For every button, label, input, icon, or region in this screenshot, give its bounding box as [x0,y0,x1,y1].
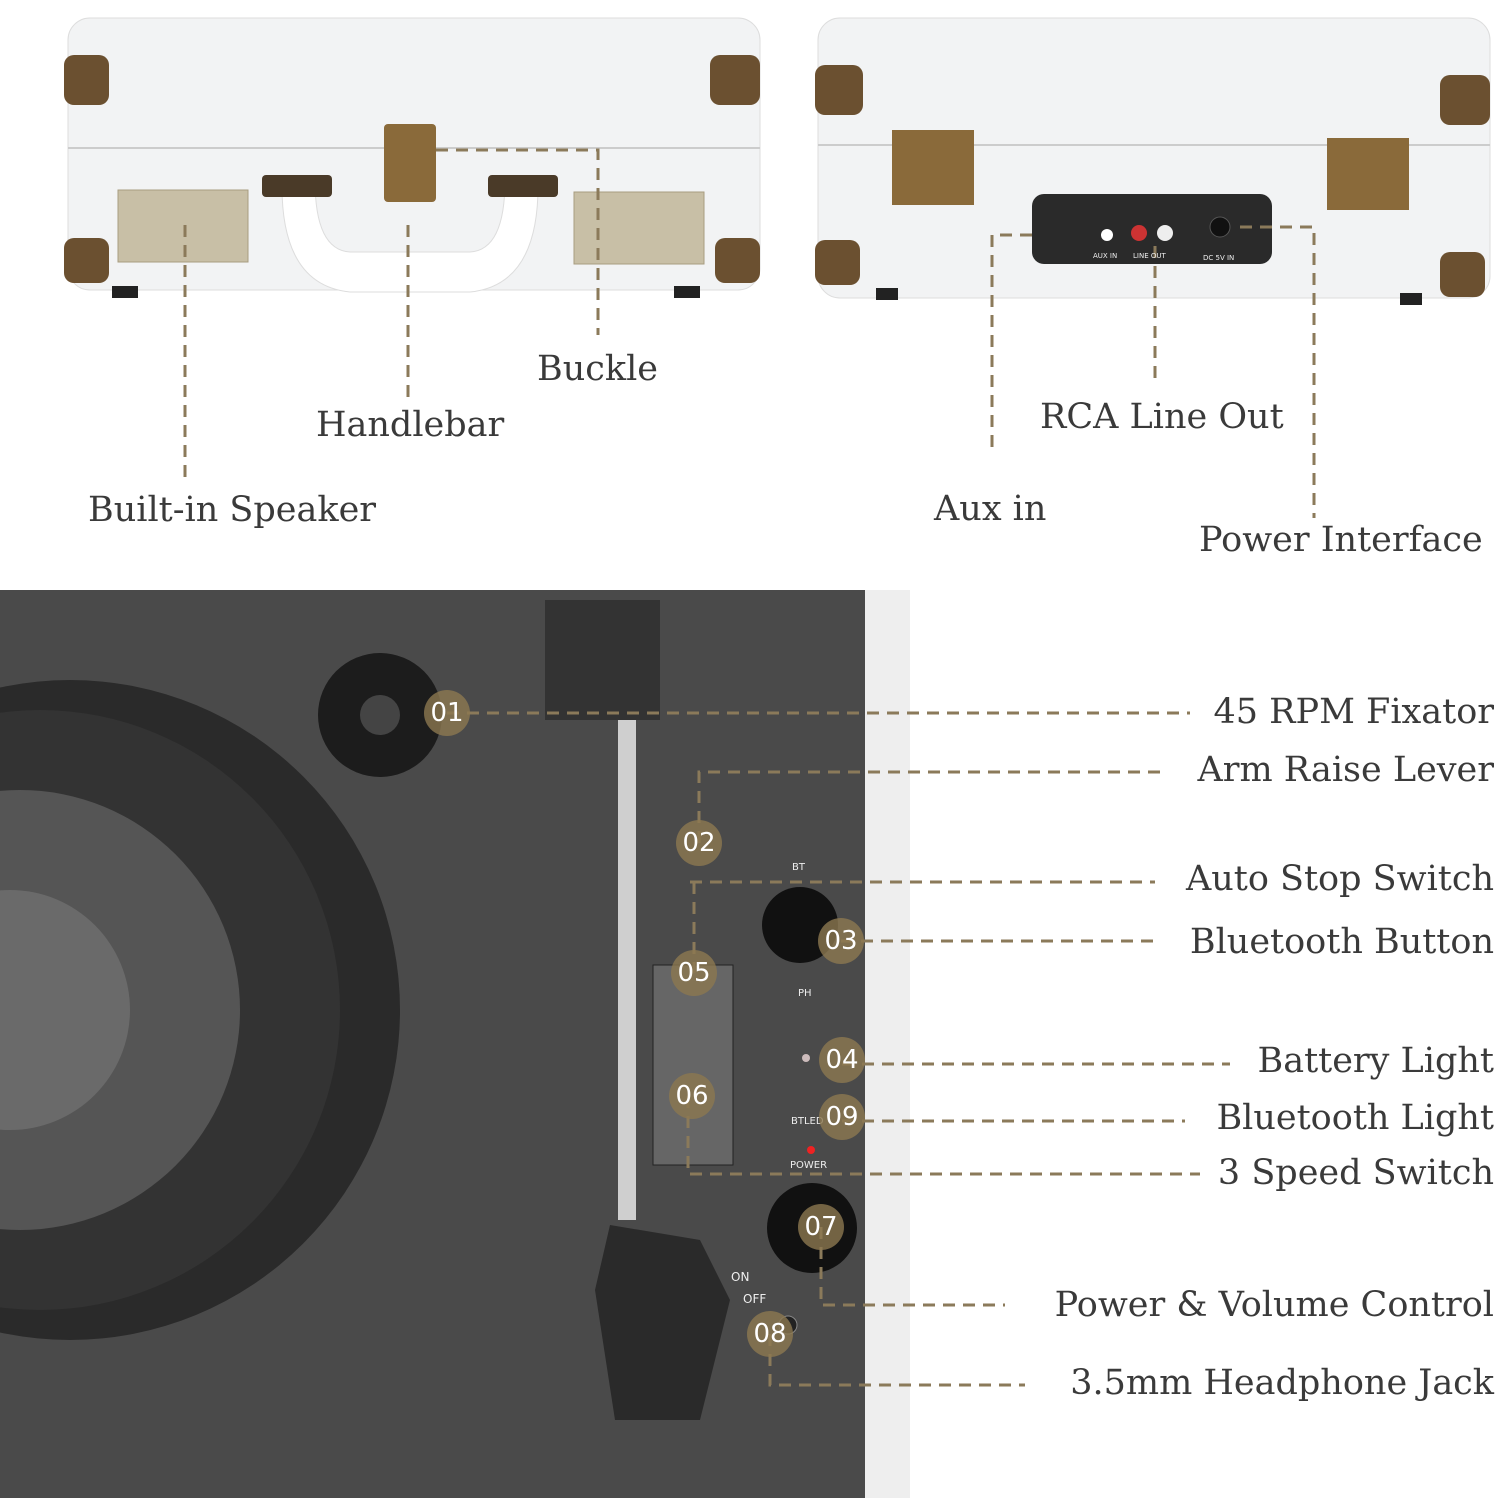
label-headphone-jack: 3.5mm Headphone Jack [1070,1363,1494,1403]
badge-07: 07 [798,1204,844,1250]
label-rca: RCA Line Out [1040,397,1284,437]
label-buckle: Buckle [537,349,658,389]
leader-lines [183,148,1316,1387]
label-3-speed-switch: 3 Speed Switch [1217,1153,1494,1193]
btled-text: BTLED [791,1116,824,1127]
badge-01: 01 [424,690,470,736]
rca-white [1157,225,1173,241]
power-text: POWER [790,1160,828,1171]
port-dc-text: DC 5V IN [1203,254,1235,262]
off-text: OFF [743,1292,767,1306]
speaker-grille-right [573,191,705,265]
label-battery-light: Battery Light [1257,1041,1494,1081]
badge-05: 05 [671,950,717,996]
badge-03: 03 [818,918,864,964]
port-aux-text: AUX IN [1093,252,1118,260]
label-power-interface: Power Interface [1199,520,1483,560]
badge-02: 02 [676,820,722,866]
label-arm-raise-lever: Arm Raise Lever [1197,750,1494,790]
tonearm [618,700,636,1220]
port-line-text: LINE OUT [1133,252,1166,260]
badge-09: 09 [819,1094,865,1140]
label-bluetooth-light: Bluetooth Light [1216,1098,1494,1138]
rca-red [1131,225,1147,241]
label-aux: Aux in [934,489,1047,529]
label-auto-stop-switch: Auto Stop Switch [1185,859,1494,899]
label-45-rpm-fixator: 45 RPM Fixator [1213,692,1494,732]
front-case [64,17,761,298]
buckle [384,124,436,202]
ph-text: PH [798,988,812,999]
badge-04: 04 [819,1037,865,1083]
dc-port [1209,216,1231,238]
label-speaker: Built-in Speaker [88,490,377,530]
label-bluetooth-button: Bluetooth Button [1189,922,1494,962]
back-case [815,17,1491,305]
bt-text: BT [792,862,805,873]
speaker-grille-left [117,189,249,263]
port-panel [1032,194,1272,264]
badge-08: 08 [747,1311,793,1357]
aux-in-port [1101,229,1113,241]
label-power-volume: Power & Volume Control [1054,1285,1494,1325]
on-text: ON [731,1270,750,1284]
label-handlebar: Handlebar [316,405,505,445]
cartridge [595,1225,730,1420]
badge-06: 06 [669,1073,715,1119]
